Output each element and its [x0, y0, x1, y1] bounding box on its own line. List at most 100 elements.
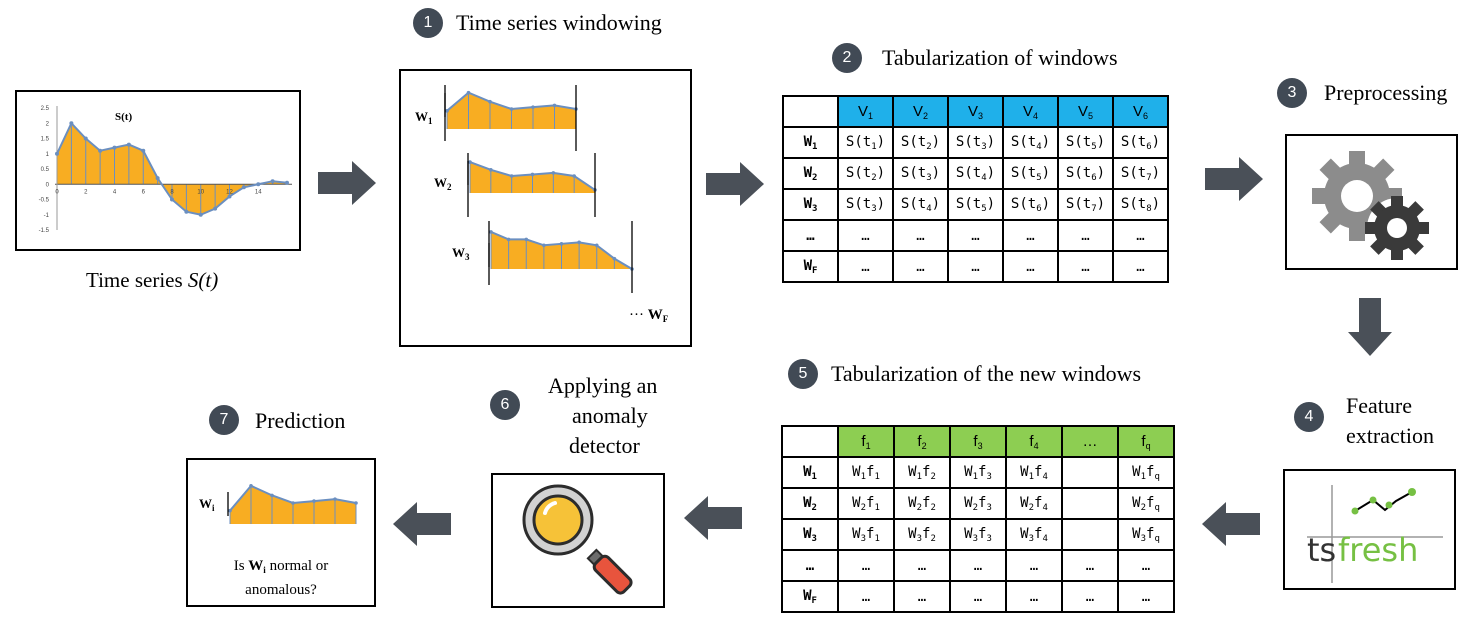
series-point — [184, 209, 189, 214]
table2-row-label: WF — [781, 580, 839, 613]
caption-italic: S(t) — [187, 268, 219, 292]
table2-cell: W2f4 — [1005, 487, 1063, 520]
table-row: ………………… — [782, 219, 1169, 252]
y-tick-label: 1 — [46, 152, 50, 158]
x-tick-label: 4 — [113, 189, 117, 195]
table2-header-cell: f1 — [837, 425, 895, 458]
table1-cell: … — [837, 250, 894, 283]
window-2-chart — [467, 160, 597, 193]
table1-cell: S(t8) — [1112, 188, 1169, 221]
x-tick-label: 6 — [142, 189, 146, 195]
preprocessing-panel — [1285, 134, 1458, 270]
step-2-title: Tabularization of windows — [882, 45, 1118, 70]
time-series-caption: Time series S(t) — [86, 268, 218, 293]
table2-cell — [1061, 518, 1119, 551]
table2-cell: … — [949, 549, 1007, 582]
table2-cell: … — [837, 549, 895, 582]
table1-cell: … — [1057, 219, 1114, 252]
series-point — [98, 148, 103, 153]
series-point — [69, 121, 74, 126]
arrow-down — [1348, 298, 1392, 356]
table1-cell: S(t6) — [1057, 157, 1114, 190]
y-tick-label: 2 — [46, 121, 50, 127]
y-tick-label: -1 — [44, 213, 50, 219]
series-point — [270, 179, 275, 184]
table2-cell — [1061, 487, 1119, 520]
x-tick-label: 14 — [255, 189, 262, 195]
table2-row-label: W1 — [781, 456, 839, 489]
table2-cell: … — [837, 580, 895, 613]
table2-cell: … — [1061, 580, 1119, 613]
step-6-title-line2: anomaly — [572, 403, 648, 428]
x-tick-label: 10 — [197, 189, 204, 195]
prediction-panel: Wi Is Wi normal or anomalous? — [186, 458, 376, 607]
table-row: WF……………… — [781, 580, 1175, 613]
table1-cell: … — [892, 219, 949, 252]
window-label-3: W3 — [452, 245, 470, 262]
arrow-right-2 — [706, 162, 764, 206]
step-4-badge: 4 — [1294, 402, 1324, 432]
table2-row-label: W2 — [781, 487, 839, 520]
table2-row-label: … — [781, 549, 839, 582]
table2-cell: W1f3 — [949, 456, 1007, 489]
table1-cell: S(t3) — [837, 188, 894, 221]
window-label-2: W2 — [434, 175, 452, 192]
table1-corner — [782, 95, 839, 128]
step-4-title-line1: Feature — [1346, 393, 1412, 418]
step-2-badge: 2 — [832, 43, 862, 73]
table2-cell: W2f2 — [893, 487, 951, 520]
series-point — [285, 180, 289, 185]
table2-cell: W3f2 — [893, 518, 951, 551]
series-point — [112, 145, 117, 150]
table1-row-label: W1 — [782, 126, 839, 159]
magnifier-icon — [522, 484, 633, 595]
step-3-title: Preprocessing — [1324, 80, 1448, 105]
y-tick-label: -1.5 — [39, 228, 50, 234]
table1-cell: … — [1002, 219, 1059, 252]
y-tick-label: 1.5 — [41, 137, 50, 143]
table2-cell: W1f4 — [1005, 456, 1063, 489]
table2-cell: W3f3 — [949, 518, 1007, 551]
window-label-1: W1 — [415, 109, 433, 126]
table2-cell: W2f3 — [949, 487, 1007, 520]
table2-cell — [1061, 456, 1119, 489]
table1-cell: S(t4) — [892, 188, 949, 221]
windows-chart — [444, 85, 634, 293]
step-4-title-line2: extraction — [1346, 423, 1434, 448]
table2-header-cell: f3 — [949, 425, 1007, 458]
table1-header-cell: V5 — [1057, 95, 1114, 128]
table1-header-cell: V6 — [1112, 95, 1169, 128]
step-7-title: Prediction — [255, 408, 346, 433]
table1-cell: S(t2) — [892, 126, 949, 159]
x-tick-label: 2 — [84, 189, 88, 195]
table2-cell: … — [893, 549, 951, 582]
table1-cell: … — [947, 219, 1004, 252]
y-tick-label: -0.5 — [39, 198, 50, 204]
arrow-right-1 — [318, 161, 376, 205]
table1-cell: S(t1) — [837, 126, 894, 159]
table2-cell: … — [1117, 549, 1175, 582]
step-3-badge: 3 — [1277, 78, 1307, 108]
table1-row-label: W3 — [782, 188, 839, 221]
step-5-badge: 5 — [788, 359, 818, 389]
table1-cell: … — [1112, 219, 1169, 252]
table2-cell: … — [893, 580, 951, 613]
step-5-title: Tabularization of the new windows — [831, 361, 1142, 386]
table1-cell: … — [837, 219, 894, 252]
table2-cell: W3f1 — [837, 518, 895, 551]
tsfresh-fresh-text: fresh — [1338, 531, 1419, 569]
table1-header-cell: V4 — [1002, 95, 1059, 128]
table2-cell: W1f2 — [893, 456, 951, 489]
table2-cell: W2fq — [1117, 487, 1175, 520]
prediction-window — [227, 484, 358, 524]
table1-cell: S(t5) — [947, 188, 1004, 221]
x-tick-label: 12 — [226, 189, 233, 195]
table2-cell: … — [1005, 549, 1063, 582]
table1-cell: S(t5) — [1002, 157, 1059, 190]
